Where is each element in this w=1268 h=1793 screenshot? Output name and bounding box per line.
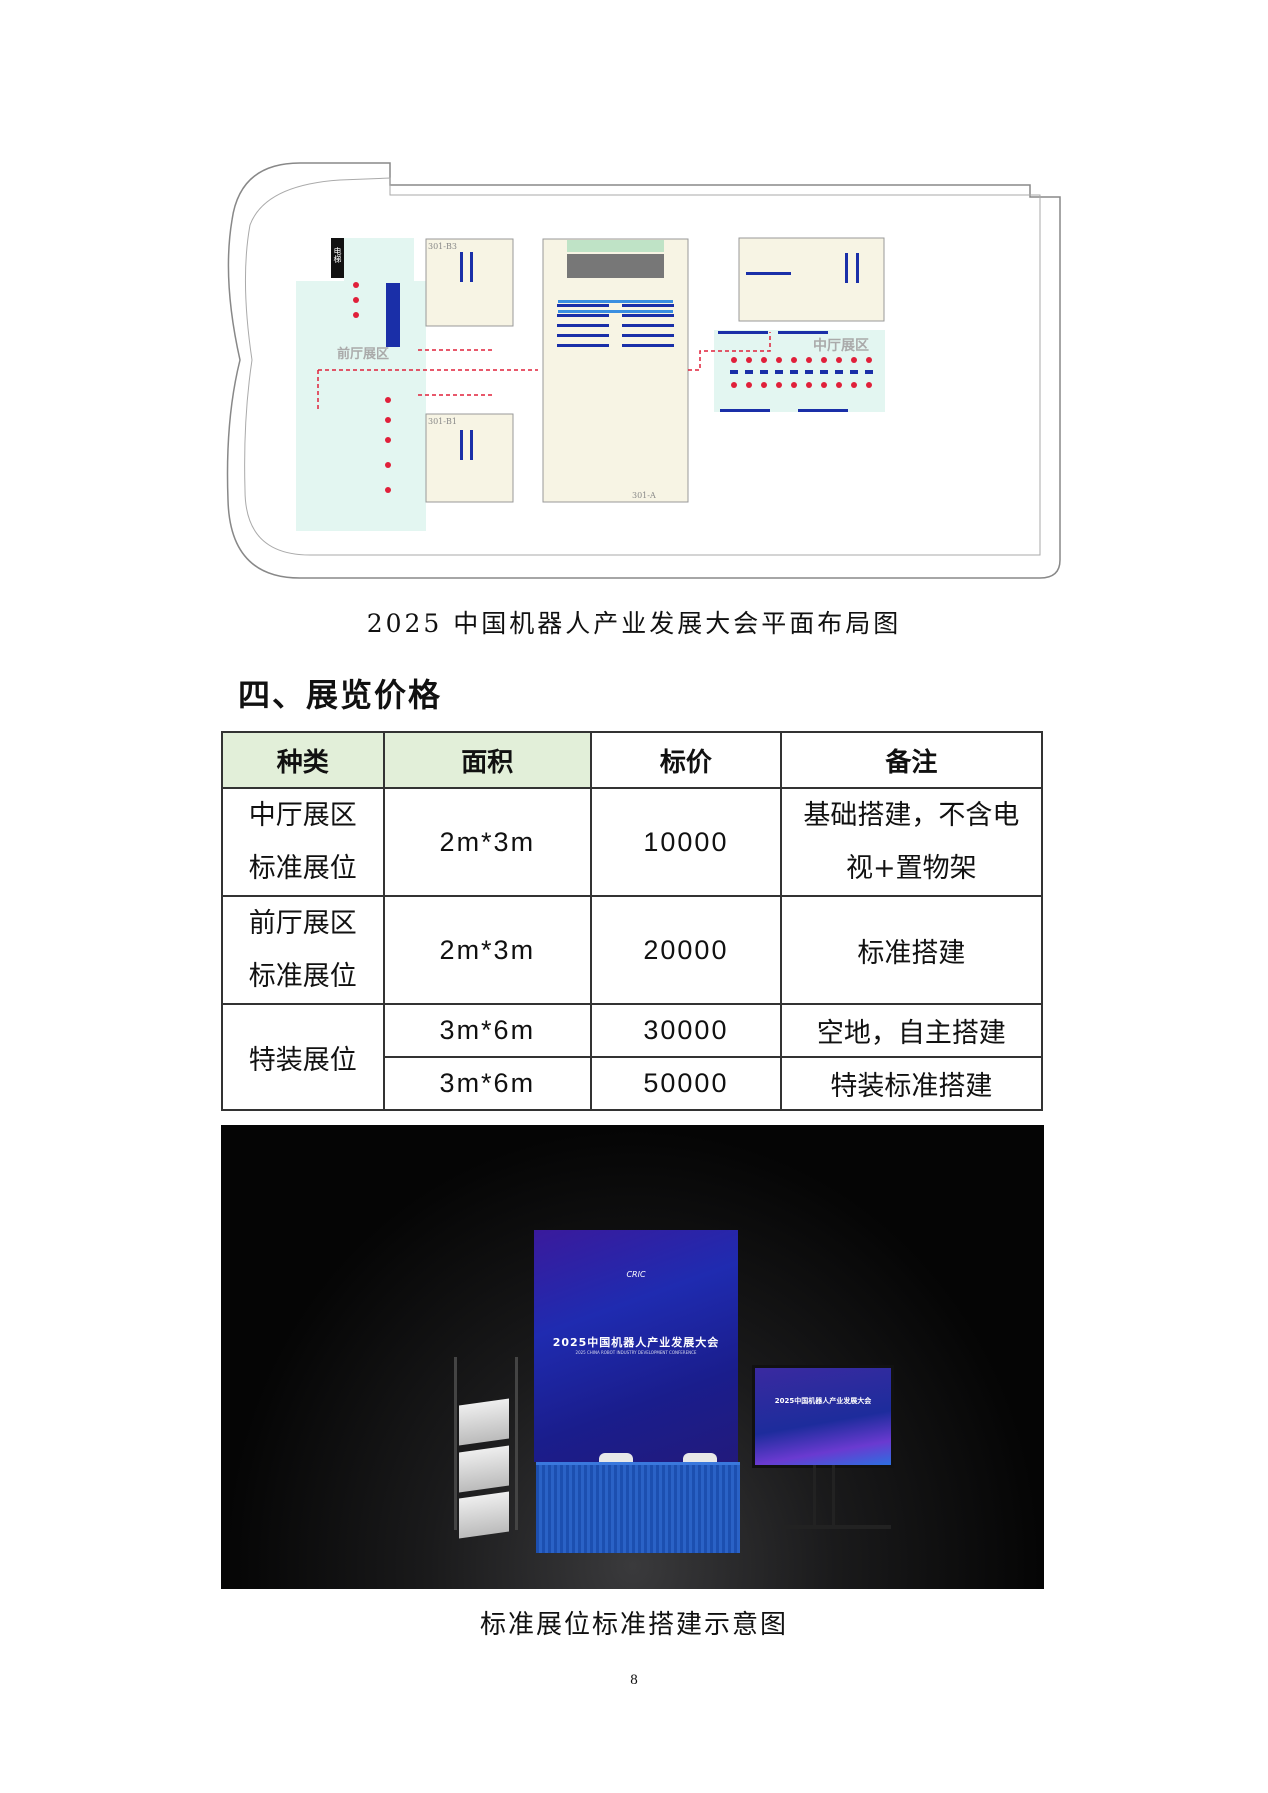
booth-rendering-image: CRIC 2025中国机器人产业发展大会 2025 CHINA ROBOT IN… (221, 1125, 1044, 1589)
note-line: 视+置物架 (846, 853, 977, 884)
room-b3-label: 301-B3 (428, 242, 457, 251)
table-row: 特装展位 3m*6m 30000 空地，自主搭建 (221, 1003, 1044, 1111)
poster-title: 2025中国机器人产业发展大会 (552, 1336, 720, 1349)
price-table: 种类 面积 标价 备注 中厅展区标准展位 2m*3m 10000 基础搭建，不含… (221, 731, 1044, 1111)
brochure-rack (454, 1357, 518, 1539)
page-number: 8 (630, 1672, 638, 1688)
section-heading: 四、展览价格 (238, 676, 443, 714)
cell-price: 30000 (590, 1003, 782, 1058)
cell-type: 中厅展区标准展位 (221, 787, 385, 897)
cell-price: 10000 (590, 787, 782, 897)
cell-price: 20000 (590, 895, 782, 1005)
cell-area: 3m*6m (382, 1003, 593, 1058)
cell-area: 2m*3m (382, 895, 593, 1005)
tv-title: 2025中国机器人产业发展大会 (774, 1397, 872, 1405)
cell-price: 50000 (590, 1056, 782, 1111)
header-area: 面积 (382, 731, 593, 789)
poster-logo: CRIC (626, 1270, 646, 1279)
room-a-label: 301-A (632, 491, 656, 500)
floor-plan-caption: 2025 中国机器人产业发展大会平面布局图 (366, 609, 902, 638)
tv-stand-base (781, 1525, 891, 1529)
cell-type: 前厅展区标准展位 (221, 895, 385, 1005)
backdrop-poster: CRIC 2025中国机器人产业发展大会 2025 CHINA ROBOT IN… (534, 1230, 738, 1462)
tv-stand (813, 1465, 835, 1525)
table-header-row: 种类 面积 标价 备注 (221, 731, 1044, 789)
note-line: 基础搭建，不含电 (803, 800, 1020, 831)
cell-type: 特装展位 (221, 1003, 385, 1111)
type-line: 前厅展区 (248, 908, 357, 939)
floor-plan-map: 电梯 前厅展区 中厅展区 301-B3 301-B1 301-A (226, 162, 1061, 579)
header-type: 种类 (221, 731, 385, 789)
table-row: 中厅展区标准展位 2m*3m 10000 基础搭建，不含电视+置物架 (221, 787, 1044, 897)
cell-area: 3m*6m (382, 1056, 593, 1111)
tv-screen: 2025中国机器人产业发展大会 (752, 1365, 894, 1468)
cell-note: 基础搭建，不含电视+置物架 (779, 787, 1044, 897)
middle-hall-label: 中厅展区 (813, 337, 869, 354)
type-line: 标准展位 (248, 961, 357, 992)
table-row: 前厅展区标准展位 2m*3m 20000 标准搭建 (221, 895, 1044, 1005)
cell-note: 标准搭建 (779, 895, 1044, 1005)
type-line: 中厅展区 (248, 800, 357, 831)
header-note: 备注 (779, 731, 1044, 789)
elevator-label: 电梯 (333, 246, 342, 264)
cell-note: 特装标准搭建 (779, 1056, 1044, 1111)
front-hall-label: 前厅展区 (337, 346, 389, 362)
cell-area: 2m*3m (382, 787, 593, 897)
type-line: 标准展位 (248, 853, 357, 884)
booth-image-caption: 标准展位标准搭建示意图 (479, 1610, 788, 1640)
table-row: 3m*6m 50000 特装标准搭建 (222, 1056, 1044, 1111)
header-price: 标价 (590, 731, 782, 789)
poster-subtitle: 2025 CHINA ROBOT INDUSTRY DEVELOPMENT CO… (575, 1350, 697, 1355)
room-b1-label: 301-B1 (428, 417, 457, 426)
reception-desk (536, 1462, 740, 1553)
cell-note: 空地，自主搭建 (779, 1003, 1044, 1058)
